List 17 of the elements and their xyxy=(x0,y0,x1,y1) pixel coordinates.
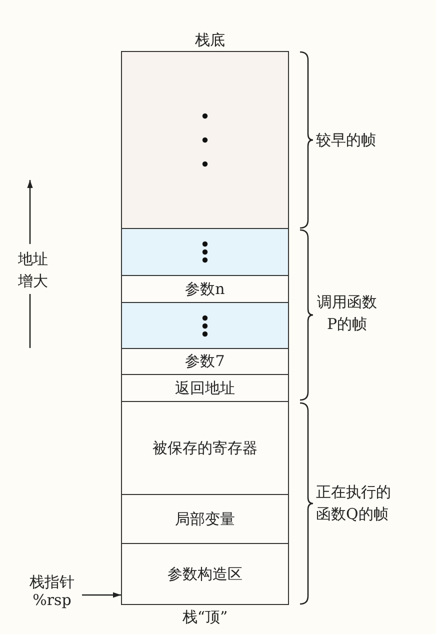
stack-pointer-label: 栈指针 %rsp xyxy=(22,571,82,611)
brace-label: 调用函数P的帧 xyxy=(316,292,378,335)
stack-cell: 返回地址 xyxy=(121,374,289,402)
stack-cell: 参数构造区 xyxy=(121,543,289,605)
brace-label: 正在执行的函数Q的帧 xyxy=(316,482,392,525)
stack-cell: 参数7 xyxy=(121,348,289,375)
direction-label: 地址增大 xyxy=(17,249,49,292)
stack-cell: 被保存的寄存器 xyxy=(121,401,289,495)
stack-frame-cell xyxy=(121,228,289,276)
stack-cell: 参数n xyxy=(121,275,289,303)
stack-frame-cell xyxy=(121,302,289,349)
stack-top-label: 栈“顶” xyxy=(181,607,229,628)
stack-cell: 局部变量 xyxy=(121,494,289,544)
arrow xyxy=(82,592,121,598)
stack-frame-cell xyxy=(121,51,289,229)
brace-label: 较早的帧 xyxy=(316,130,377,151)
stack-bottom-label: 栈底 xyxy=(194,30,226,51)
